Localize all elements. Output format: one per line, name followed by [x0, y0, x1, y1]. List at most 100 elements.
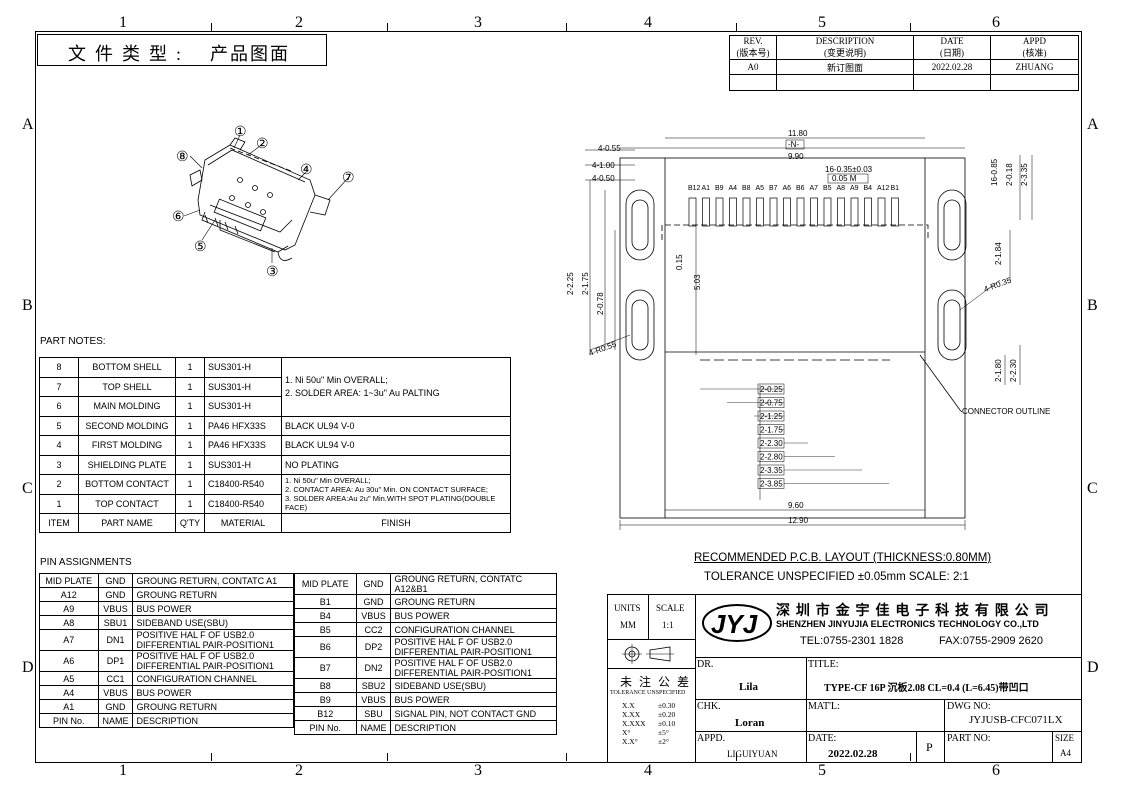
pin-name: GND [355, 594, 392, 609]
pcb-pad [864, 197, 872, 227]
date-value: 2022.02.28 [828, 748, 878, 760]
pcb-pad [688, 197, 697, 227]
part-no-cell: PART NO: [945, 731, 1053, 762]
pcb-pin-label: A8 [837, 185, 846, 192]
appd-header: APPD [1022, 36, 1046, 46]
tolerance-value: ±0.20 [658, 710, 676, 719]
pin-description: GROUNG RETURN [390, 594, 557, 609]
material-label: MAT'L: [808, 701, 840, 712]
zone-tick [387, 23, 388, 31]
zone-row-A: A [22, 116, 34, 133]
pin-description: GROUNG RETURN, CONTATC A12&B1 [390, 573, 557, 595]
zone-col-5: 5 [818, 762, 826, 779]
connector-outline-label: CONNECTOR OUTLINE [962, 407, 1050, 416]
zone-col-3: 3 [474, 14, 482, 31]
zone-col-1: 1 [119, 762, 127, 779]
pcb-pad [796, 197, 805, 227]
date-value: 2022.02.28 [913, 59, 991, 75]
pin-description: BUS POWER [132, 601, 294, 616]
part-material: C18400-R540 [204, 493, 282, 514]
pin-name: GND [97, 699, 134, 714]
callout-7: ⑦ [342, 169, 355, 185]
callout-6: ⑥ [172, 208, 185, 224]
pin-number: B4 [294, 608, 357, 623]
callout-4: ④ [300, 161, 313, 177]
pin-number: MID PLATE [294, 573, 357, 595]
pin-name: SBU [355, 706, 392, 721]
part-qty: 1 [175, 357, 205, 378]
zone-col-6: 6 [992, 14, 1000, 31]
pin-name: DN2 [355, 657, 392, 679]
material-cell: MAT'L: [806, 699, 945, 732]
pin-number: PIN No. [294, 720, 357, 735]
pcb-pad [729, 197, 737, 227]
pin-name: VBUS [355, 608, 392, 623]
tolerance-format: X.XX [622, 710, 641, 719]
callout-3: ③ [266, 263, 279, 279]
pcb-pad [702, 197, 710, 227]
company-tel: TEL:0755-2301 1828 [800, 635, 904, 647]
pcb-pin-label: A5 [756, 185, 765, 192]
pcb-pad [783, 197, 791, 227]
part-finish: 1. Ni 50u" Min OVERALL;2. CONTACT AREA: … [281, 474, 511, 514]
tolerance-format: X° [622, 728, 631, 737]
pin-number: B9 [294, 692, 357, 707]
pin-name: NAME [97, 713, 134, 728]
pin-number: A4 [39, 685, 99, 700]
stack-dim-label: 2-1.25 [760, 412, 783, 421]
dwg-no-label: DWG NO: [947, 701, 991, 712]
part-material: SUS301-H [204, 376, 282, 397]
dim-11-80: 11.80 [788, 129, 808, 138]
part-qty: 1 [175, 454, 205, 475]
part-material: PA46 HFX33S [204, 435, 282, 456]
zone-col-6: 6 [992, 762, 1000, 779]
pin-number: A9 [39, 601, 99, 616]
tolerance-format: X.XXX [622, 719, 646, 728]
dim-4-r035: 4-R0.35 [983, 275, 1013, 293]
pin-description: CONFIGURATION CHANNEL [390, 622, 557, 637]
pin-description: SIDEBAND USE(SBU) [132, 615, 294, 630]
units-value: MM [620, 620, 637, 630]
pin-name: CC2 [355, 622, 392, 637]
pcb-layout-title: RECOMMENDED P.C.B. LAYOUT (THICKNESS:0.8… [694, 552, 992, 564]
size-cell: SIZE A4 [1053, 731, 1081, 762]
pin-description: BUS POWER [390, 692, 557, 707]
zone-tick [387, 753, 388, 761]
description-header-cn: (变更说明) [824, 48, 866, 58]
stack-dim-label: 2-2.30 [760, 439, 783, 448]
zone-col-4: 4 [644, 762, 652, 779]
pin-number: A1 [39, 699, 99, 714]
part-header-0: ITEM [39, 513, 79, 533]
size-label: SIZE [1055, 733, 1074, 743]
company-header: JYJ 深 圳 市 金 宇 佳 电 子 科 技 有 限 公 司 SHENZHEN… [695, 595, 1081, 658]
pin-number: MID PLATE [39, 573, 99, 588]
stack-dim-label: 2-3.35 [760, 466, 783, 475]
rev-value: A0 [729, 59, 777, 75]
drawing-title: TYPE-CF 16P 沉板2.08 CL=0.4 (L=6.45)带凹口 [824, 683, 1029, 694]
part-material: SUS301-H [204, 357, 282, 378]
zone-col-2: 2 [295, 14, 303, 31]
pcb-pad [742, 197, 751, 227]
part-finish: BLACK UL94 V-0 [281, 415, 511, 436]
pin-number: A7 [39, 629, 99, 651]
part-item: 7 [39, 376, 79, 397]
pcb-pin-label: B6 [796, 185, 805, 192]
pin-number: B1 [294, 594, 357, 609]
stack-dim-label: 2-0.75 [760, 399, 783, 408]
pin-name: VBUS [355, 692, 392, 707]
